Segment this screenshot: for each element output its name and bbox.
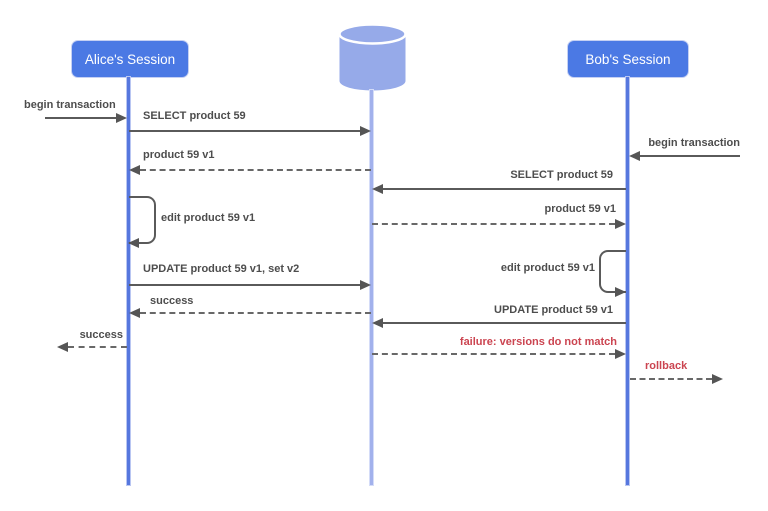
dashed-arrow-line — [372, 353, 615, 355]
arrowhead-right-icon — [360, 280, 371, 290]
message-label-begin-transaction-bob: begin transaction — [648, 137, 740, 149]
self-loop-alice — [129, 196, 156, 244]
dashed-arrow-line — [68, 346, 127, 348]
message-label-success-out: success — [79, 329, 123, 341]
arrow-line — [383, 188, 626, 190]
arrowhead-right-icon — [615, 287, 626, 297]
arrowhead-left-icon — [372, 184, 383, 194]
message-label-success-alice: success — [150, 295, 194, 307]
message-label-edit-bob: edit product 59 v1 — [500, 262, 595, 274]
actor-bob-label: Bob's Session — [585, 51, 671, 67]
arrowhead-right-icon — [116, 113, 127, 123]
message-label-select-bob: SELECT product 59 — [510, 169, 613, 181]
arrowhead-left-icon — [57, 342, 68, 352]
arrowhead-right-icon — [615, 219, 626, 229]
arrowhead-left-icon — [372, 318, 383, 328]
arrowhead-right-icon — [712, 374, 723, 384]
message-label-select-alice: SELECT product 59 — [143, 110, 246, 122]
message-label-failure: failure: versions do not match — [459, 336, 617, 348]
self-loop-bob — [599, 250, 626, 293]
lifeline-database — [370, 90, 373, 485]
arrowhead-left-icon — [629, 151, 640, 161]
arrow-line — [383, 322, 626, 324]
arrowhead-right-icon — [615, 349, 626, 359]
arrowhead-left-icon — [129, 165, 140, 175]
message-label-product-v1-bob: product 59 v1 — [544, 203, 616, 215]
arrowhead-left-icon — [129, 308, 140, 318]
database-icon — [339, 24, 406, 91]
dashed-arrow-line — [372, 223, 615, 225]
arrowhead-left-icon — [128, 238, 139, 248]
dashed-arrow-line — [630, 378, 712, 380]
dashed-arrow-line — [140, 312, 371, 314]
message-label-rollback: rollback — [645, 360, 688, 372]
message-label-begin-transaction-alice: begin transaction — [24, 99, 116, 111]
arrow-line — [129, 284, 360, 286]
message-label-product-v1-alice: product 59 v1 — [143, 149, 215, 161]
arrow-line — [129, 130, 360, 132]
actor-alice-label: Alice's Session — [84, 51, 176, 67]
lifeline-alice — [127, 77, 130, 485]
lifeline-bob — [626, 77, 629, 485]
arrow-line — [640, 155, 740, 157]
message-label-edit-alice: edit product 59 v1 — [161, 212, 256, 224]
actor-bob-session: Bob's Session — [568, 41, 688, 77]
actor-alice-session: Alice's Session — [72, 41, 188, 77]
arrow-line — [45, 117, 117, 119]
arrowhead-right-icon — [360, 126, 371, 136]
message-label-update-alice: UPDATE product 59 v1, set v2 — [143, 263, 300, 275]
message-label-update-bob: UPDATE product 59 v1 — [494, 304, 613, 316]
dashed-arrow-line — [140, 169, 371, 171]
